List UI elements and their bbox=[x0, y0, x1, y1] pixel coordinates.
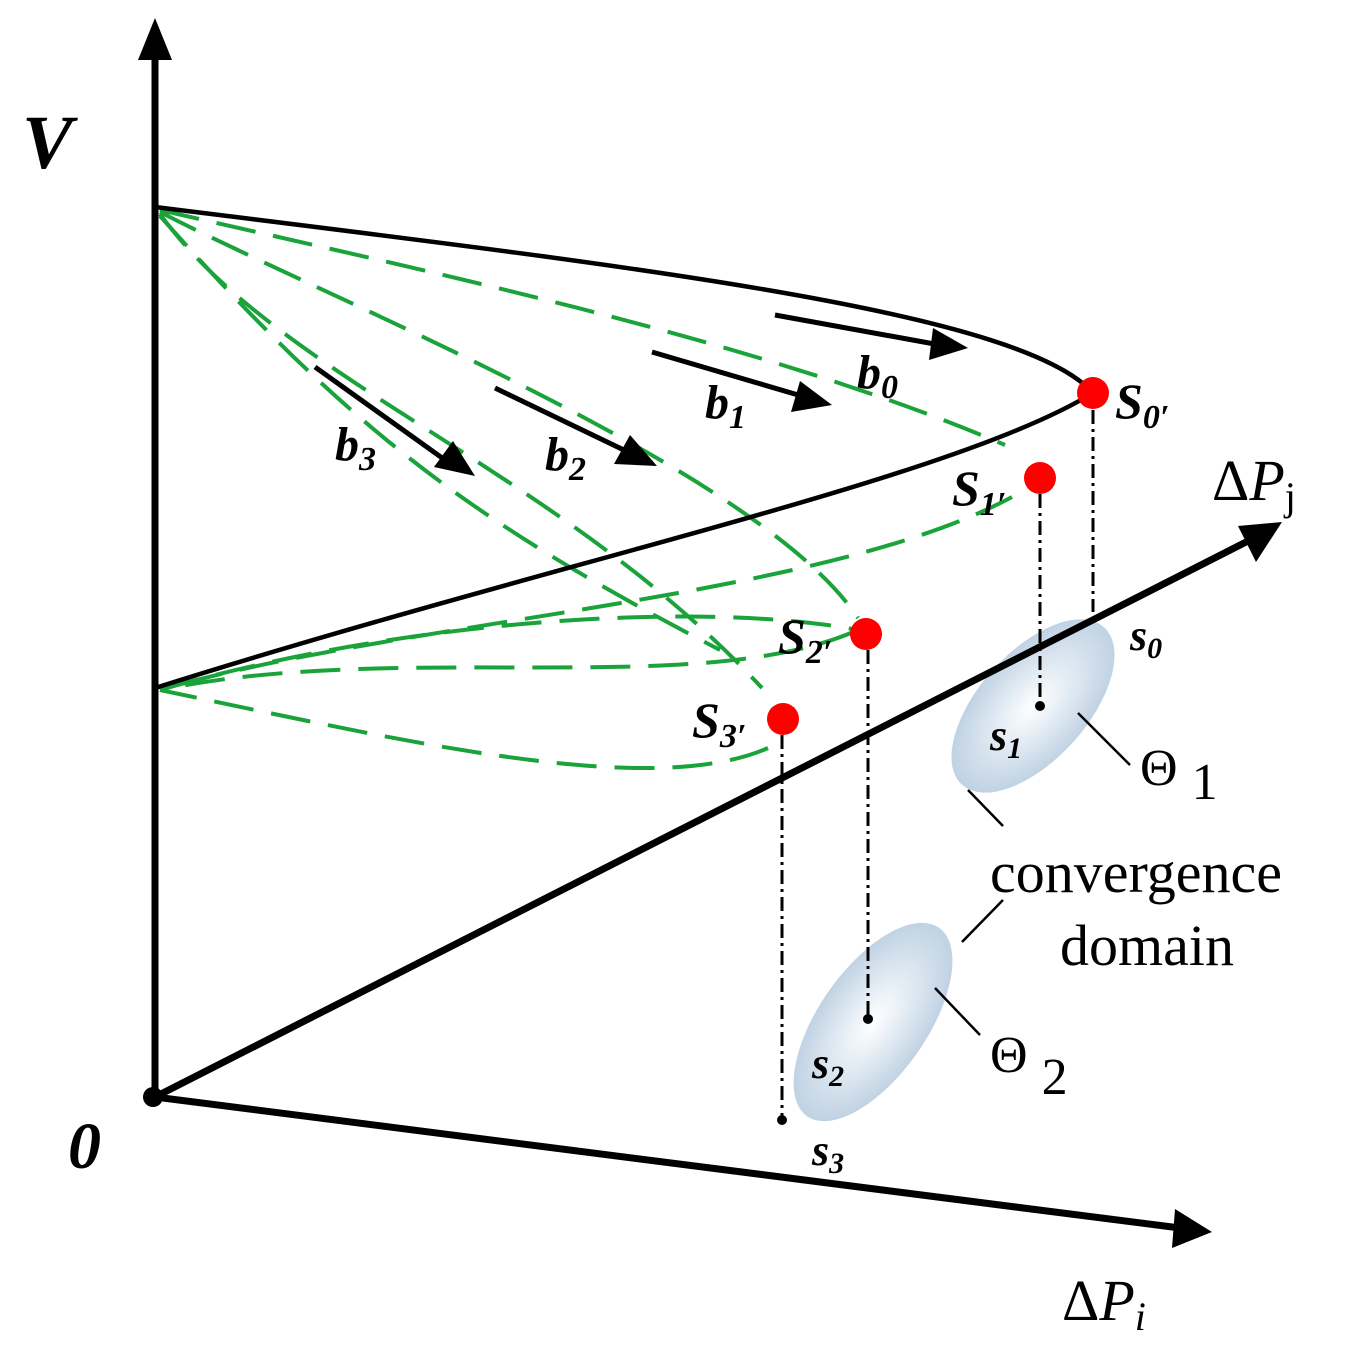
label-s0: s0 bbox=[1129, 611, 1162, 665]
label-domain: domain bbox=[1060, 913, 1234, 978]
critical-point-s0p bbox=[1077, 377, 1109, 409]
leader-convergence-1 bbox=[967, 789, 1004, 827]
arrow-b1 bbox=[651, 349, 806, 400]
convergence-domain-theta2 bbox=[793, 922, 953, 1122]
label-s1: s1 bbox=[989, 711, 1022, 765]
critical-point-s1p bbox=[1024, 462, 1056, 494]
arrowhead-b3 bbox=[434, 441, 475, 476]
leader-convergence-2 bbox=[961, 899, 1004, 943]
arrow-b0 bbox=[774, 312, 941, 348]
axis-pi bbox=[154, 1093, 1181, 1232]
label-b1: b1 bbox=[705, 376, 746, 436]
leader-lines bbox=[934, 712, 1131, 1036]
label-b2: b2 bbox=[545, 428, 586, 488]
direction-arrowheads bbox=[434, 328, 968, 476]
label-s1p: S1′ bbox=[952, 460, 1006, 523]
label-s2p: S2′ bbox=[778, 608, 832, 671]
axis-label-pi: ΔPi bbox=[1062, 1268, 1146, 1339]
arrow-b2 bbox=[493, 385, 630, 455]
convergence-domain-theta1 bbox=[951, 619, 1115, 793]
dashed-path-s1-lower bbox=[159, 495, 1013, 692]
axis-label-v: V bbox=[22, 101, 78, 185]
origin-dot bbox=[143, 1087, 163, 1107]
projection-dots bbox=[777, 701, 1045, 1125]
dashed-paths bbox=[158, 208, 1013, 771]
axis-label-pj: ΔPj bbox=[1212, 448, 1296, 519]
critical-point-s3p bbox=[767, 703, 799, 735]
dashed-path-s2-lower bbox=[159, 628, 859, 692]
axis-arrowheads bbox=[138, 18, 1282, 1248]
label-convergence: convergence bbox=[990, 840, 1282, 905]
dashed-path-b1-upper bbox=[159, 210, 860, 620]
dashed-path-b2-upper bbox=[158, 212, 764, 690]
dashed-path-s2-mid bbox=[159, 614, 859, 692]
projection-dot-s2 bbox=[863, 1014, 873, 1024]
label-b0: b0 bbox=[857, 346, 898, 406]
label-s2: s2 bbox=[811, 1039, 844, 1093]
projection-dot-s1 bbox=[1035, 701, 1045, 711]
dashed-path-b0 bbox=[159, 208, 1006, 447]
leader-theta2 bbox=[934, 987, 981, 1036]
critical-points bbox=[767, 377, 1109, 735]
axis-pj bbox=[153, 536, 1252, 1101]
dashed-path-s3-lower bbox=[159, 688, 769, 771]
label-s3: s3 bbox=[811, 1126, 844, 1180]
arrowhead-b2 bbox=[614, 435, 657, 466]
projection-dot-s3 bbox=[777, 1115, 787, 1125]
arrowhead-b0 bbox=[929, 328, 968, 360]
dashed-path-b3-upper bbox=[158, 214, 721, 652]
arrowhead-v bbox=[138, 18, 172, 60]
arrowhead-pi bbox=[1172, 1209, 1212, 1248]
axes bbox=[151, 60, 1252, 1232]
label-s0p: S0′ bbox=[1115, 373, 1169, 436]
arrowhead-b1 bbox=[791, 381, 832, 412]
arrowhead-pj bbox=[1238, 522, 1282, 562]
direction-arrows bbox=[313, 312, 941, 463]
projection-lines bbox=[780, 410, 1095, 1120]
leader-theta1 bbox=[1077, 712, 1131, 766]
critical-point-s2p bbox=[850, 618, 882, 650]
label-b3: b3 bbox=[335, 418, 376, 478]
label-s3p: S3′ bbox=[692, 692, 746, 755]
origin-label: 0 bbox=[68, 1110, 101, 1183]
arrow-b3 bbox=[313, 364, 447, 463]
